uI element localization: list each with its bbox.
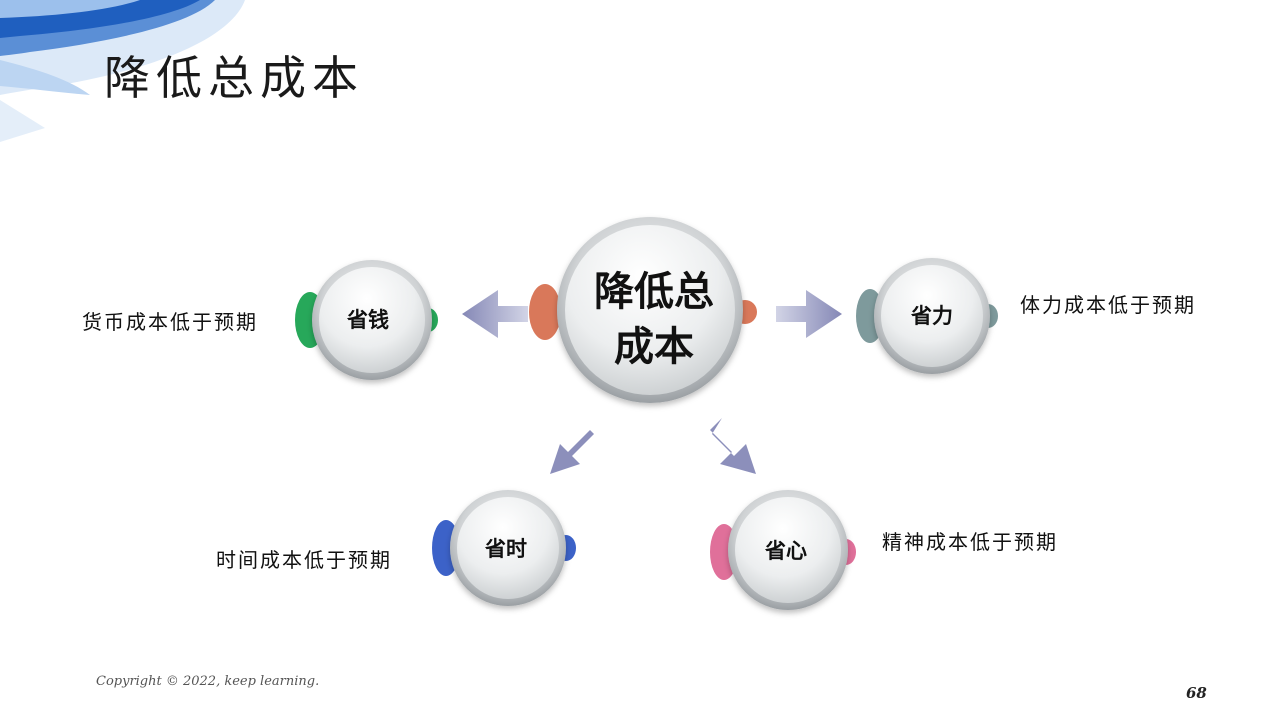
node-mind: 省心 <box>710 490 856 610</box>
center-node: 降低总 成本 <box>529 217 757 403</box>
arrow-to-money <box>462 290 528 338</box>
arrow-to-effort <box>776 290 842 338</box>
mind-description: 精神成本低于预期 <box>882 530 1058 554</box>
center-node-label-line1: 降低总 <box>594 268 714 315</box>
node-time-label: 省时 <box>484 536 527 561</box>
node-money: 省钱 <box>295 260 438 380</box>
effort-description: 体力成本低于预期 <box>1020 293 1196 317</box>
arrow-to-mind <box>710 418 756 474</box>
copyright-text: Copyright © 2022, keep learning. <box>96 674 320 689</box>
node-effort: 省力 <box>856 258 998 374</box>
node-mind-label: 省心 <box>764 538 807 563</box>
center-node-label-line2: 成本 <box>614 323 694 370</box>
money-description: 货币成本低于预期 <box>82 310 258 334</box>
arrow-to-time <box>550 418 594 474</box>
slide-title: 降低总成本 <box>104 51 364 105</box>
time-description: 时间成本低于预期 <box>216 548 392 572</box>
corner-wave-decoration <box>0 0 245 142</box>
page-number: 68 <box>1186 684 1207 702</box>
node-effort-label: 省力 <box>910 303 953 328</box>
node-time: 省时 <box>432 490 576 606</box>
node-money-label: 省钱 <box>346 307 389 332</box>
